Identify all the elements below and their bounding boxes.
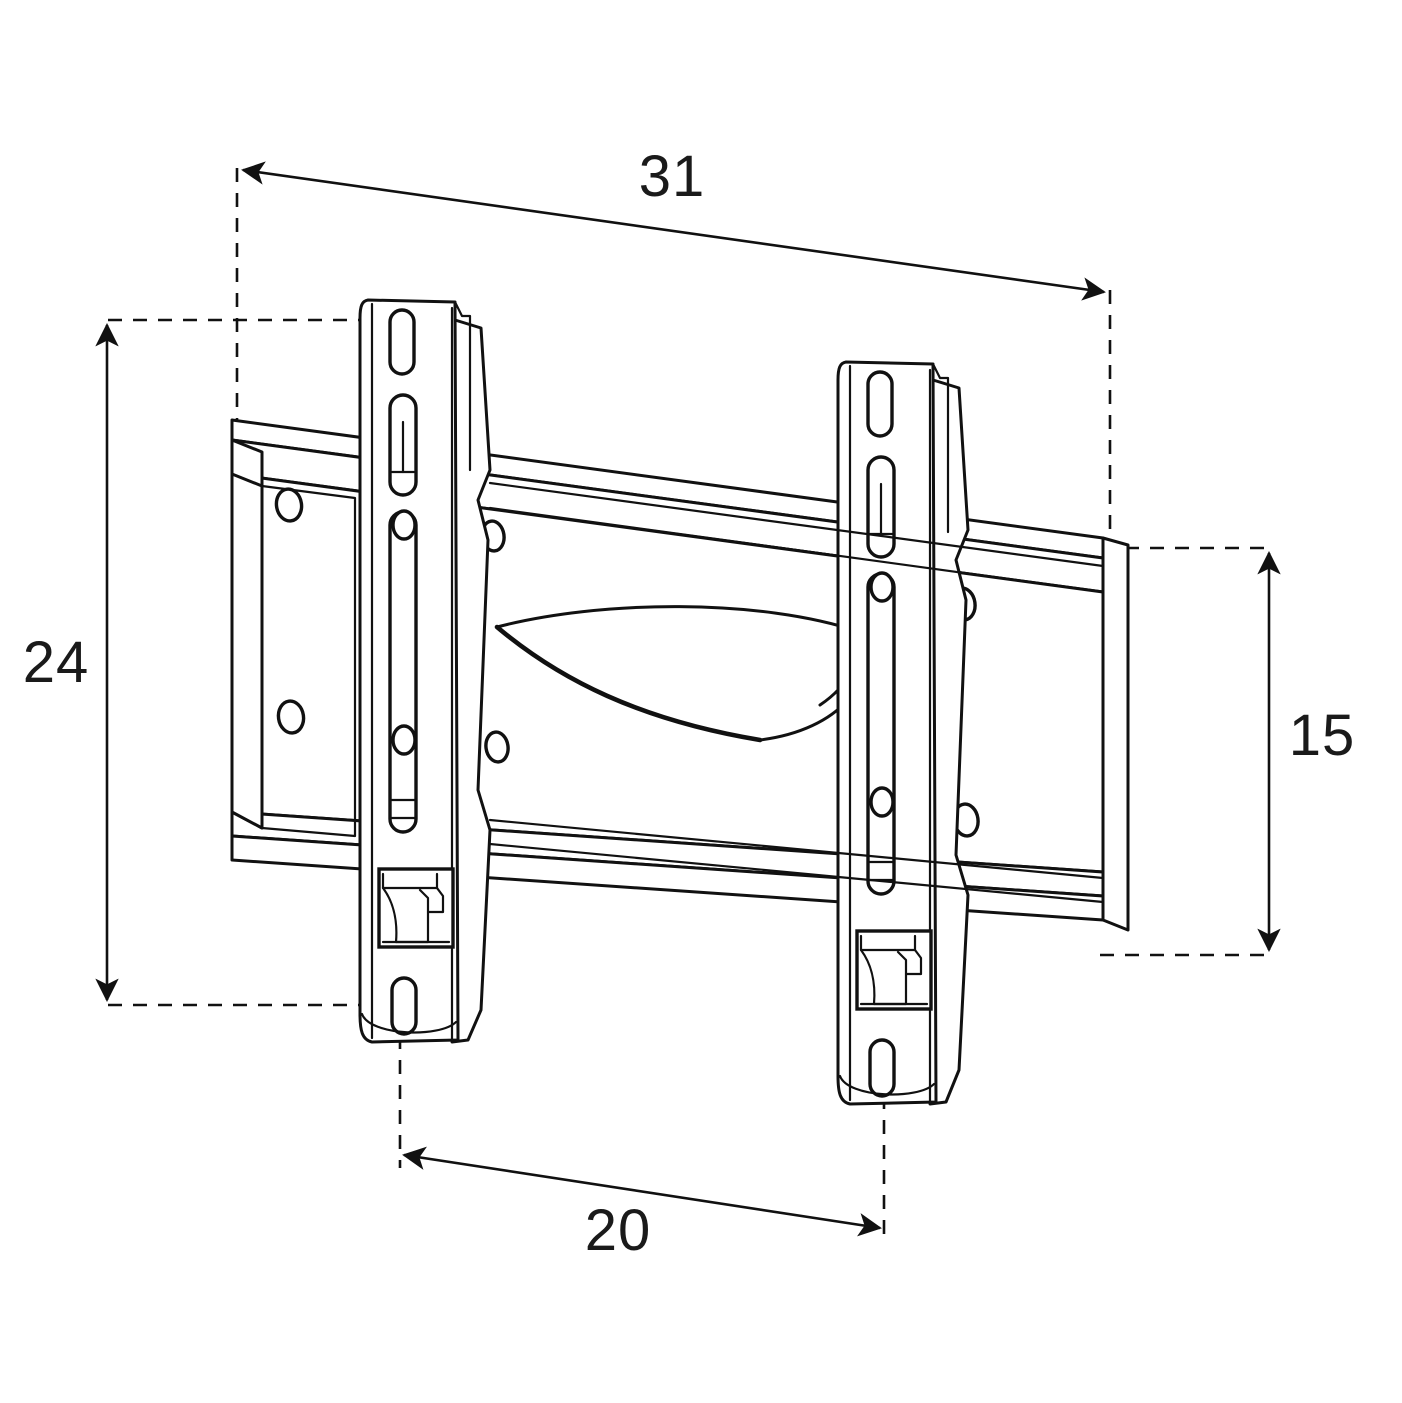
right-bracket-latch-cutout (855, 929, 933, 1011)
wall-plate-left-inner (230, 472, 264, 830)
left-bracket-slot-3-bottom-eye (391, 724, 417, 756)
dimension-width-31: 31 (241, 144, 1106, 301)
wall-plate-right-return (1101, 536, 1130, 932)
right-bracket-slot-4 (868, 1038, 896, 1098)
left-bracket-slot-1 (388, 308, 416, 376)
right-bracket-slot-1 (866, 370, 894, 438)
plate-hole-bottom-mid (484, 730, 510, 764)
right-bracket-slot-3-bottom-eye (869, 786, 895, 818)
left-bracket-rear-profile (450, 318, 492, 1044)
left-bracket-slot-3-top-eye (391, 509, 417, 541)
dimension-spacing-label: 20 (585, 1198, 652, 1263)
dimension-height-label: 24 (23, 630, 90, 695)
plate-hole-bottom-left (276, 699, 306, 735)
right-vertical-bracket (836, 360, 970, 1106)
left-bracket-slot-3 (388, 510, 418, 834)
dimension-plate-height-15: 15 (1257, 551, 1356, 952)
dimension-height-24: 24 (23, 323, 119, 1002)
dimension-width-label: 31 (639, 144, 706, 209)
left-vertical-bracket (358, 298, 492, 1044)
plate-hole-top-left (274, 487, 304, 523)
dimension-bracket-spacing-20: 20 (402, 1146, 882, 1263)
plate-front-overlap-details (488, 481, 1105, 904)
right-bracket-slot-3 (866, 572, 896, 896)
left-bracket-slot-4 (390, 976, 418, 1036)
right-bracket-slot-3-top-eye (869, 571, 895, 603)
right-bracket-rear-profile (928, 378, 970, 1106)
left-bracket-latch-cutout (377, 867, 455, 949)
dimension-plate-height-label: 15 (1289, 703, 1356, 768)
